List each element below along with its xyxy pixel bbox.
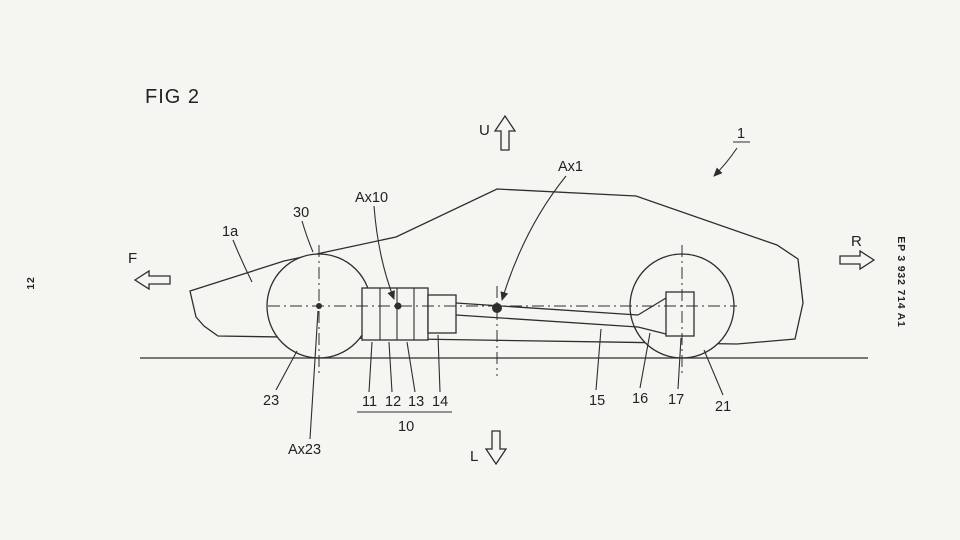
left-arrow-icon: [133, 269, 171, 291]
label-11: 11: [362, 394, 377, 410]
label-30: 30: [293, 205, 309, 221]
front-wheel-center-dot: [316, 303, 322, 309]
label-1a: 1a: [222, 224, 239, 240]
leader-line-21: [703, 349, 724, 396]
leader-line-12: [388, 341, 393, 393]
ax1-dot: [492, 303, 502, 313]
leader-line-23: [275, 350, 298, 391]
leader-line-11: [368, 341, 373, 393]
coupling-box: [427, 294, 457, 334]
label-12: 12: [385, 394, 401, 410]
leader-line-17: [677, 337, 682, 390]
leader-line-30: [301, 220, 314, 253]
label-ax10: Ax10: [355, 190, 388, 206]
up-arrow-icon: [493, 114, 517, 151]
label-direction-down: L: [470, 448, 478, 465]
label-10: 10: [398, 419, 414, 435]
label-ax23: Ax23: [288, 442, 321, 458]
propeller-shaft-bottom: [455, 314, 639, 328]
figure-title: FIG 2: [145, 86, 200, 108]
leader-line-13: [406, 341, 416, 393]
ax10-dot: [394, 302, 402, 310]
label-15: 15: [589, 393, 605, 409]
drive-unit-box: [361, 287, 429, 341]
rear-gear-box: [665, 291, 695, 337]
leader-line-ax23: [309, 310, 319, 440]
label-1: 1: [737, 126, 745, 142]
leader-line-15: [595, 328, 602, 391]
propeller-shaft-top: [455, 302, 639, 316]
label-17: 17: [668, 392, 684, 408]
label-23: 23: [263, 393, 279, 409]
leader-line-ax10: [373, 205, 395, 300]
label-21: 21: [715, 399, 731, 415]
leader-line-14: [437, 334, 441, 393]
leader-line-ax1: [500, 175, 567, 301]
label-13: 13: [408, 394, 424, 410]
rear-flare-bottom: [637, 326, 667, 335]
label-ax1: Ax1: [558, 159, 583, 175]
publication-number: EP 3 932 714 A1: [895, 236, 907, 327]
label-direction-up: U: [479, 122, 490, 139]
right-arrow-icon: [839, 249, 876, 271]
leader-arrow-1: [713, 147, 738, 177]
down-arrow-icon: [484, 430, 508, 466]
leader-line-1a: [232, 239, 253, 283]
leader-line-16: [639, 332, 651, 389]
label-direction-front: F: [128, 250, 137, 267]
label-direction-rear: R: [851, 233, 862, 250]
label-14: 14: [432, 394, 448, 410]
label-16: 16: [632, 391, 648, 407]
sheet-number: 12: [25, 276, 37, 289]
